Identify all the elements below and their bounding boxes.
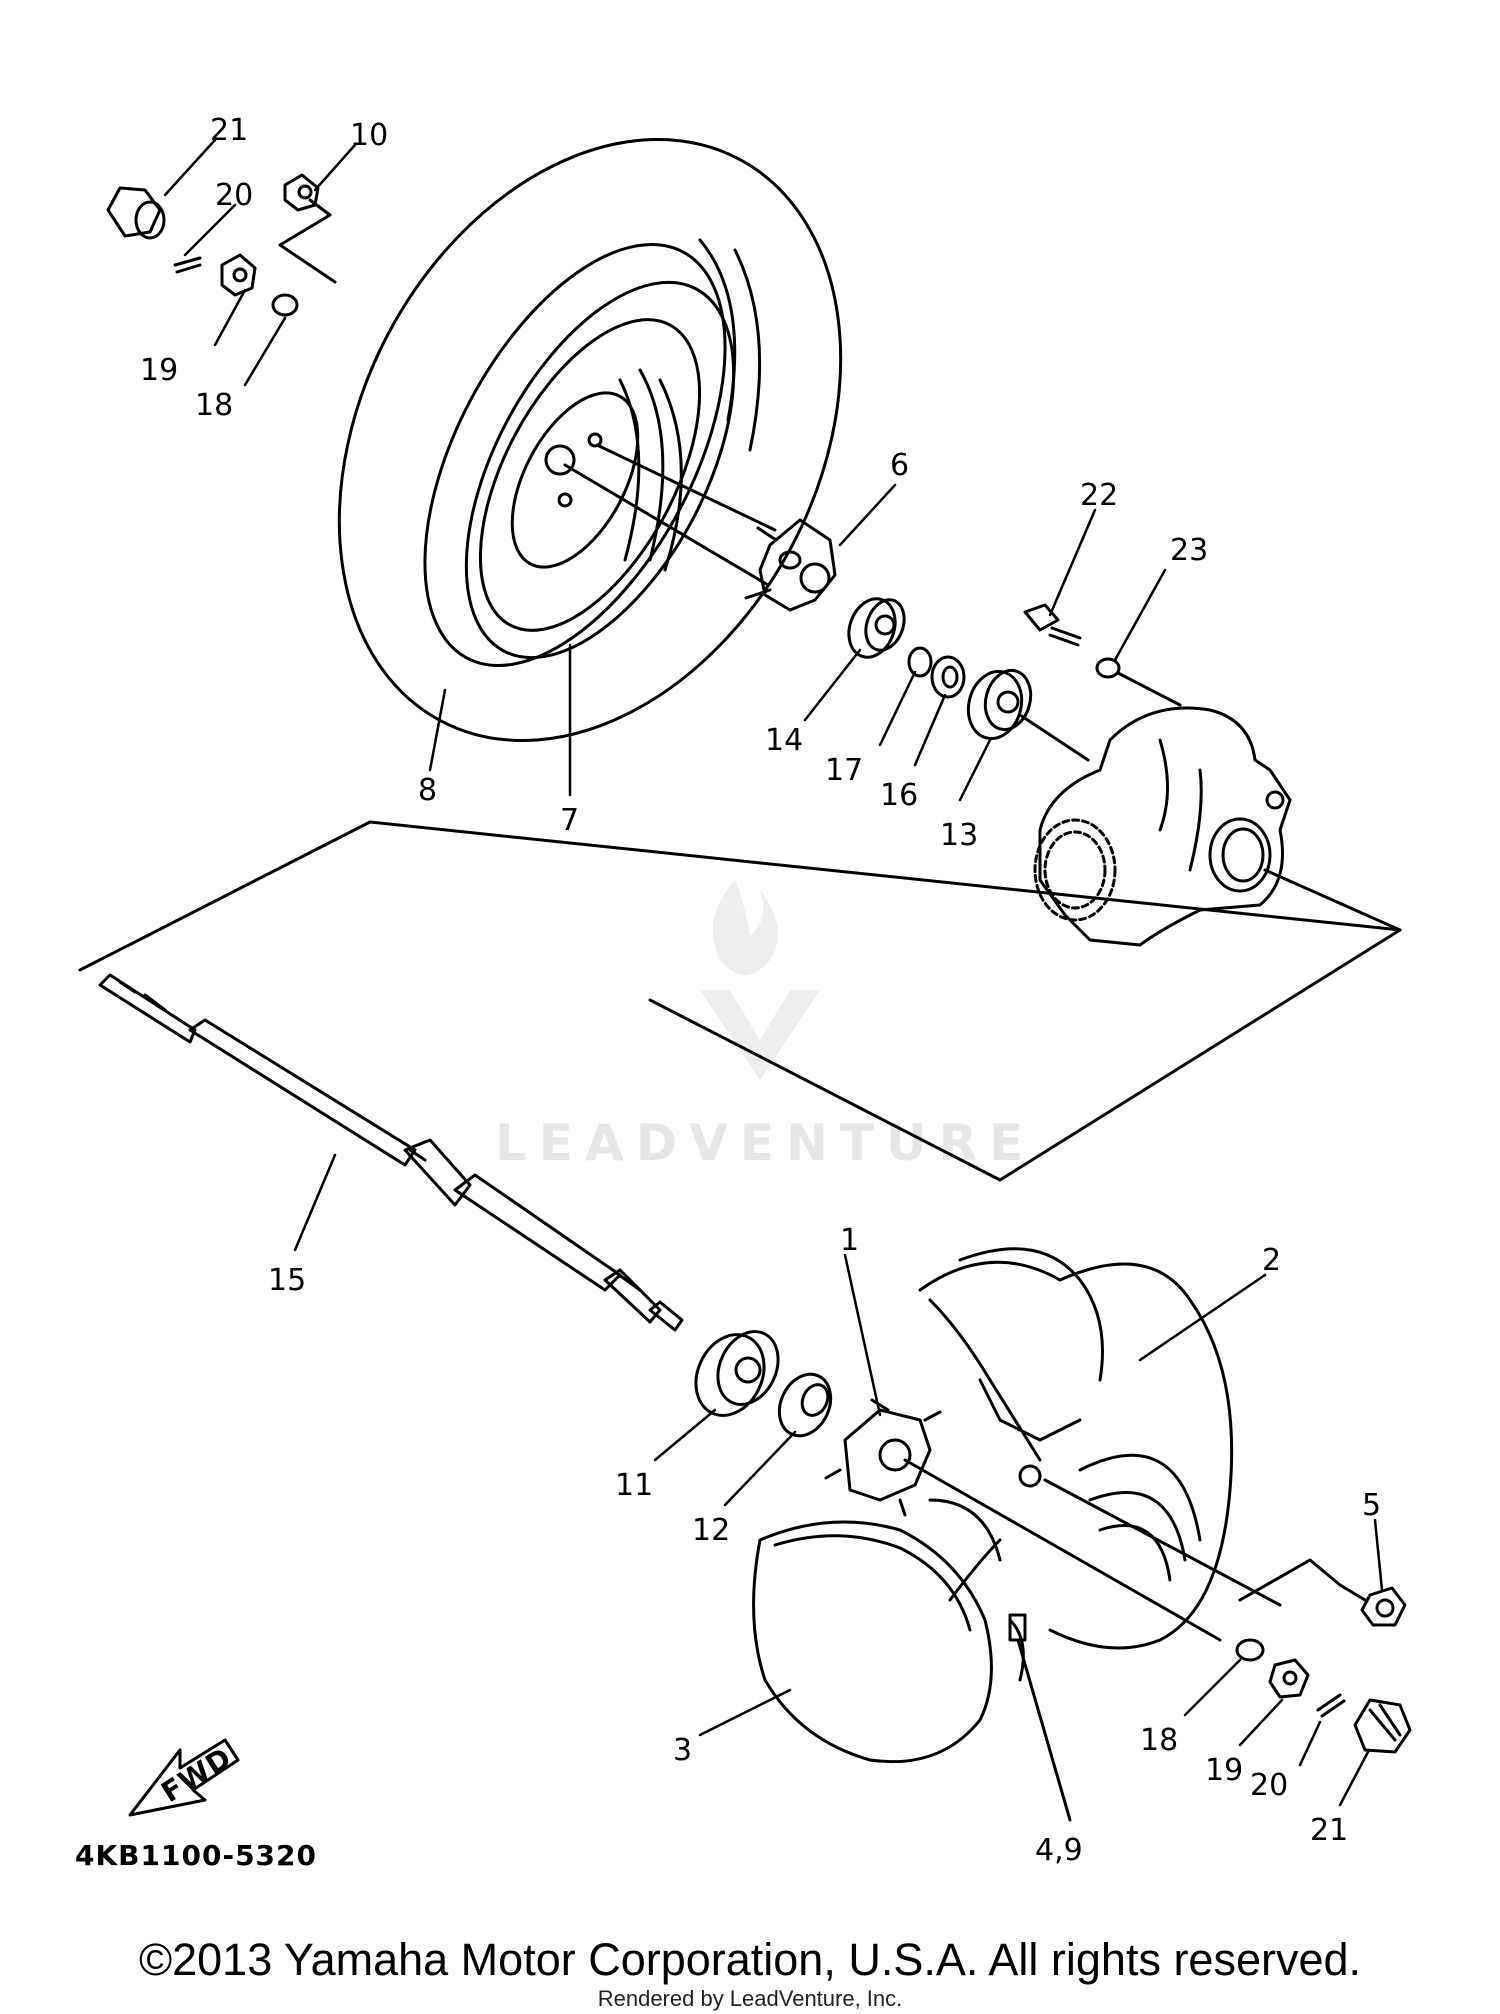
washer-23 <box>1095 657 1121 679</box>
nut-19-top <box>220 253 257 297</box>
cotter-pin-20-top <box>173 256 202 274</box>
cap-21-bottom <box>1353 1698 1412 1754</box>
callout-10: 10 <box>350 118 388 153</box>
callout-4-9: 4,9 <box>1035 1833 1083 1868</box>
callout-19-top: 19 <box>140 353 178 388</box>
callout-18-bottom: 18 <box>1140 1723 1178 1758</box>
rendered-by-notice: Rendered by LeadVenture, Inc. <box>597 1986 903 2011</box>
seal-12 <box>777 1372 833 1438</box>
seal-16 <box>930 655 966 699</box>
bottom-hub-1 <box>824 1398 942 1517</box>
callout-13: 13 <box>940 818 978 853</box>
final-drive-housing <box>1033 706 1292 947</box>
bottom-tire-2 <box>918 1247 1234 1650</box>
callout-22: 22 <box>1080 478 1118 513</box>
cap-21-top <box>106 186 166 240</box>
callout-20-top: 20 <box>215 178 253 213</box>
nut-10 <box>283 173 320 212</box>
callout-16: 16 <box>880 778 918 813</box>
callout-2: 2 <box>1262 1243 1281 1278</box>
callout-14: 14 <box>765 723 803 758</box>
callout-11: 11 <box>615 1468 653 1503</box>
callout-12: 12 <box>692 1513 730 1548</box>
nut-5 <box>1360 1586 1407 1627</box>
watermark-text: LEADVENTURE <box>495 1114 1035 1172</box>
fwd-arrow-icon <box>128 1738 240 1817</box>
bearing-13 <box>966 668 1033 741</box>
axle-15 <box>98 973 684 1332</box>
callout-21-bottom: 21 <box>1310 1813 1348 1848</box>
cotter-pin-20-bottom <box>1316 1693 1346 1718</box>
washer-18-top <box>271 293 299 317</box>
nut-19-bottom <box>1268 1658 1310 1699</box>
washer-18-bottom <box>1235 1638 1265 1662</box>
valve-4-9 <box>1008 1613 1072 1822</box>
bearing-14 <box>847 597 906 659</box>
callout-7: 7 <box>560 803 579 838</box>
top-wheel-rim <box>464 280 736 660</box>
callout-21-top: 21 <box>210 113 248 148</box>
callout-15: 15 <box>268 1263 306 1298</box>
bottom-tire-3 <box>752 1498 1002 1764</box>
bearing-11 <box>694 1330 780 1417</box>
bottom-wheel-rims <box>928 1298 1082 1682</box>
callout-5: 5 <box>1362 1488 1381 1523</box>
callout-3: 3 <box>673 1733 692 1768</box>
fwd-label: FWD <box>155 1741 237 1809</box>
callout-17: 17 <box>825 753 863 788</box>
o-ring-17 <box>907 646 933 678</box>
callout-23: 23 <box>1170 533 1208 568</box>
leadventure-watermark: LEADVENTURE <box>495 880 1035 1172</box>
callout-19-bottom: 19 <box>1205 1753 1243 1788</box>
top-hub-6 <box>744 518 837 612</box>
callout-20-bottom: 20 <box>1250 1768 1288 1803</box>
callout-1: 1 <box>840 1223 859 1258</box>
copyright-notice: ©2013 Yamaha Motor Corporation, U.S.A. A… <box>138 1934 1362 1985</box>
bolt-22 <box>1023 603 1082 647</box>
callout-6: 6 <box>890 448 909 483</box>
callout-18-top: 18 <box>195 388 233 423</box>
leader-lines <box>163 138 1384 1807</box>
part-code: 4KB1100-5320 <box>75 1839 317 1872</box>
callout-8: 8 <box>418 773 437 808</box>
